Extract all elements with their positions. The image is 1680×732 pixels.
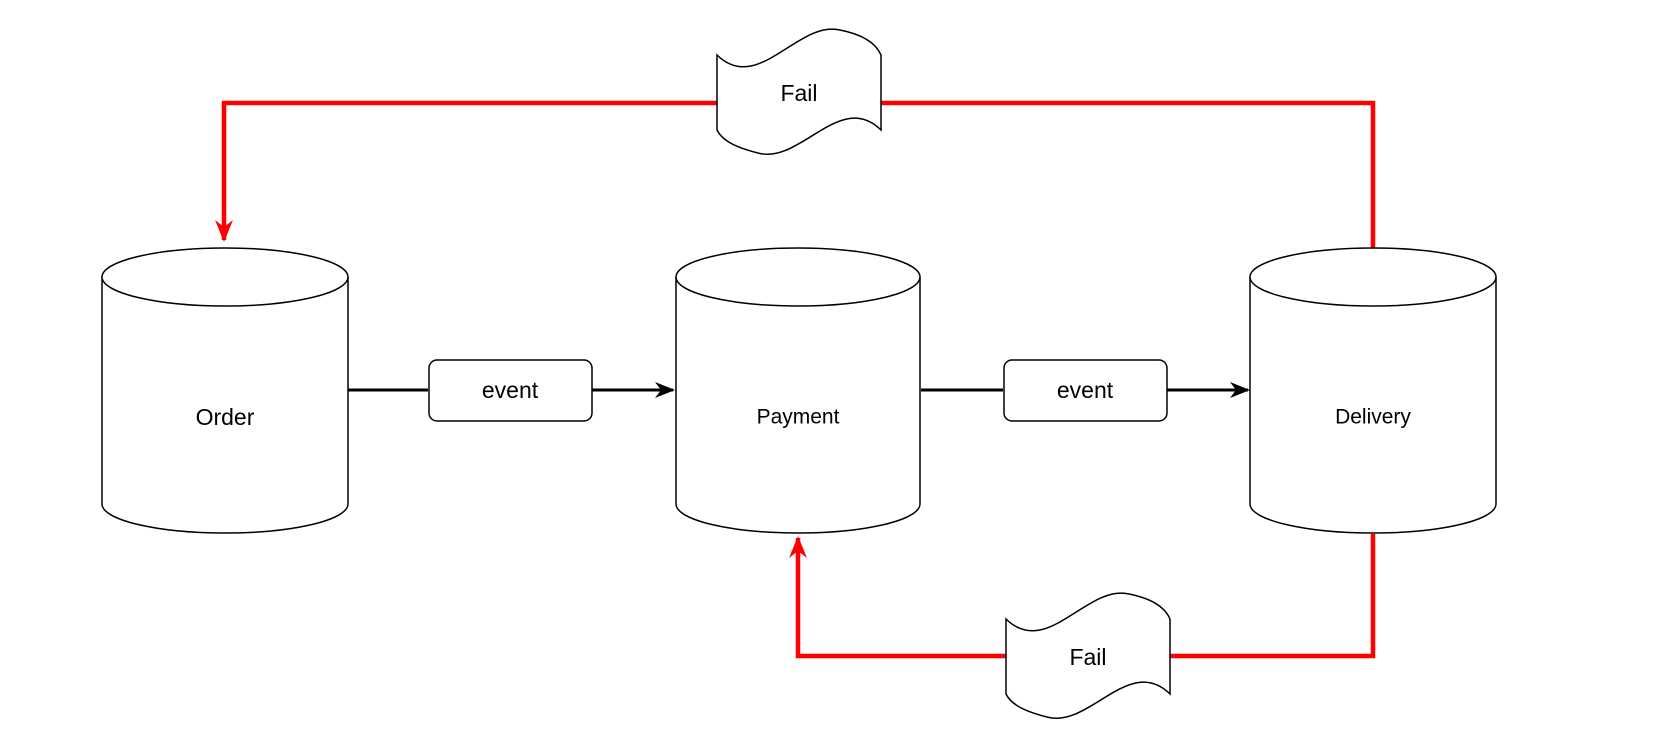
order-label: Order [196,404,255,430]
delivery-label: Delivery [1335,406,1411,429]
order-database[interactable]: Order [101,247,349,534]
fail-tape-top[interactable]: Fail [716,28,882,156]
delivery-database[interactable]: Delivery [1249,247,1497,534]
event-label: event [482,377,539,403]
payment-database[interactable]: Payment [675,247,921,534]
fail-label: Fail [780,80,817,106]
fail-tape-bottom[interactable]: Fail [1005,592,1171,720]
event-box-order-payment[interactable]: event [428,359,593,422]
event-label: event [1057,377,1114,403]
event-box-payment-delivery[interactable]: event [1003,359,1168,422]
fail-label: Fail [1069,644,1106,670]
payment-label: Payment [757,406,840,429]
